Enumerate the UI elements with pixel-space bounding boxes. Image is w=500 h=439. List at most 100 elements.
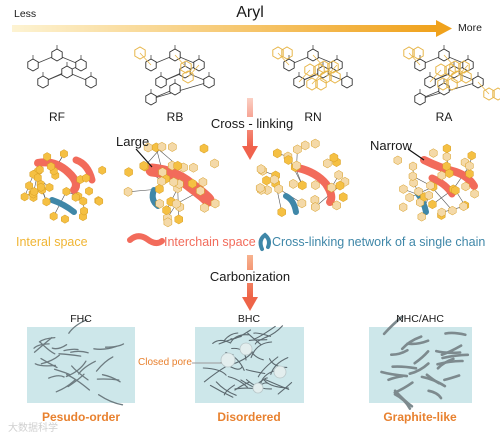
nhc-box [369, 327, 472, 403]
aryl-hexagon [173, 160, 182, 171]
aryl-hexagon [139, 160, 149, 171]
aryl-bond [325, 64, 338, 78]
structure-label-pseudo-order: Pesudo-order [41, 410, 121, 424]
aryl-hexagon [417, 212, 426, 222]
aryl-bond [443, 54, 456, 68]
fhc-layers [33, 319, 125, 406]
benzene-ring [155, 75, 167, 89]
aryl-hexagon [123, 186, 133, 197]
structure-label-disordered: Disordered [217, 410, 281, 424]
aryl-hexagon [30, 187, 39, 197]
aryl-hexagon [60, 149, 68, 159]
carbon-layer [441, 353, 470, 360]
aryl-hexagon [174, 214, 183, 225]
aryl-ring [306, 77, 318, 91]
aryl-hexagon [155, 184, 164, 194]
aryl-hexagon [470, 189, 479, 199]
aryl-bond [187, 64, 200, 78]
carbon-layer [40, 357, 58, 369]
legend-network: Cross-linking network of a single chain [272, 235, 486, 249]
aryl-ring [329, 70, 341, 84]
carbon-layer [33, 343, 50, 349]
benzene-ring [27, 58, 39, 72]
aryl-bond [174, 54, 187, 68]
aryl-ring [446, 77, 458, 91]
carbon-layer [400, 335, 423, 351]
aryl-hexagon [277, 207, 286, 217]
resin-label-rf: RF [49, 110, 65, 124]
molecule-rb [134, 45, 215, 106]
aryl-hexagon [42, 197, 51, 207]
carbon-layer [40, 354, 60, 365]
aryl-ring [327, 60, 339, 74]
carbonization-label: Carbonization [207, 269, 293, 284]
aryl-hexagon [80, 206, 88, 216]
carbon-layer [218, 335, 242, 345]
network-legend-glyph [258, 232, 271, 251]
more-label: More [458, 22, 482, 34]
carbon-layer [71, 365, 89, 381]
aryl-bond [312, 54, 325, 68]
aryl-bond [442, 71, 455, 85]
aryl-hexagon [256, 164, 266, 174]
aryl-hexagon [409, 178, 418, 188]
carbon-layer [104, 343, 125, 348]
aryl-title: Aryl [236, 4, 264, 21]
cross-linking-label: Cross - linking [208, 116, 296, 131]
aryl-hexagon [198, 177, 208, 187]
interchain-space [72, 156, 96, 184]
carbon-layer [444, 331, 467, 337]
aryl-hexagon [85, 186, 93, 196]
aryl-hexagon [311, 202, 320, 212]
aryl-hexagon [399, 184, 408, 194]
carbon-layer [263, 379, 289, 389]
carbon-layer [440, 344, 463, 356]
aryl-hexagon [393, 155, 402, 165]
aryl-hexagon [71, 192, 80, 202]
large-pointer-line [135, 148, 153, 168]
benzene-ring [203, 75, 215, 89]
aryl-hexagon [274, 184, 283, 194]
aryl-hexagon [196, 186, 205, 196]
carbon-layer [70, 350, 89, 354]
aryl-hexagon [289, 179, 298, 189]
aryl-hexagon [310, 138, 320, 149]
aryl-ring [412, 46, 424, 60]
benzene-ring [85, 75, 97, 89]
aryl-hexagon [399, 202, 408, 212]
aryl-hexagon [98, 165, 107, 175]
aryl-hexagon [323, 158, 332, 169]
aryl-bond [277, 52, 290, 66]
aryl-hexagon [445, 168, 454, 179]
aryl-hexagon [437, 207, 446, 218]
carbon-layer [408, 362, 430, 375]
carbon-layer [230, 334, 249, 343]
watermark: 大数据科学 [8, 423, 58, 434]
carbon-layer [53, 368, 71, 376]
aryl-ring [134, 46, 146, 60]
carbon-layer [380, 370, 409, 378]
carbon-layer [425, 373, 441, 385]
aryl-ring [304, 63, 316, 77]
benzene-ring [414, 92, 426, 106]
aryl-hexagon [298, 180, 307, 191]
carbon-layer [55, 379, 76, 393]
aryl-hexagon [62, 187, 71, 196]
benzene-ring [61, 65, 73, 79]
aryl-ring [437, 77, 449, 91]
aryl-hexagon [37, 182, 45, 192]
carbon-layer [393, 393, 412, 410]
carbon-layer [234, 381, 250, 391]
carbon-layer [265, 325, 284, 338]
aryl-hexagon [442, 143, 451, 154]
carbon-layer [382, 315, 404, 336]
benzene-ring [145, 92, 157, 106]
aryl-hexagon [429, 148, 438, 158]
aryl-hexagon [461, 181, 470, 192]
carbon-layer [247, 332, 262, 345]
aryl-hexagon [329, 152, 339, 163]
closed-pore [252, 382, 264, 394]
aryl-hexagon [189, 162, 198, 173]
carbon-layer [232, 351, 253, 365]
aryl-hexagon [169, 177, 179, 187]
